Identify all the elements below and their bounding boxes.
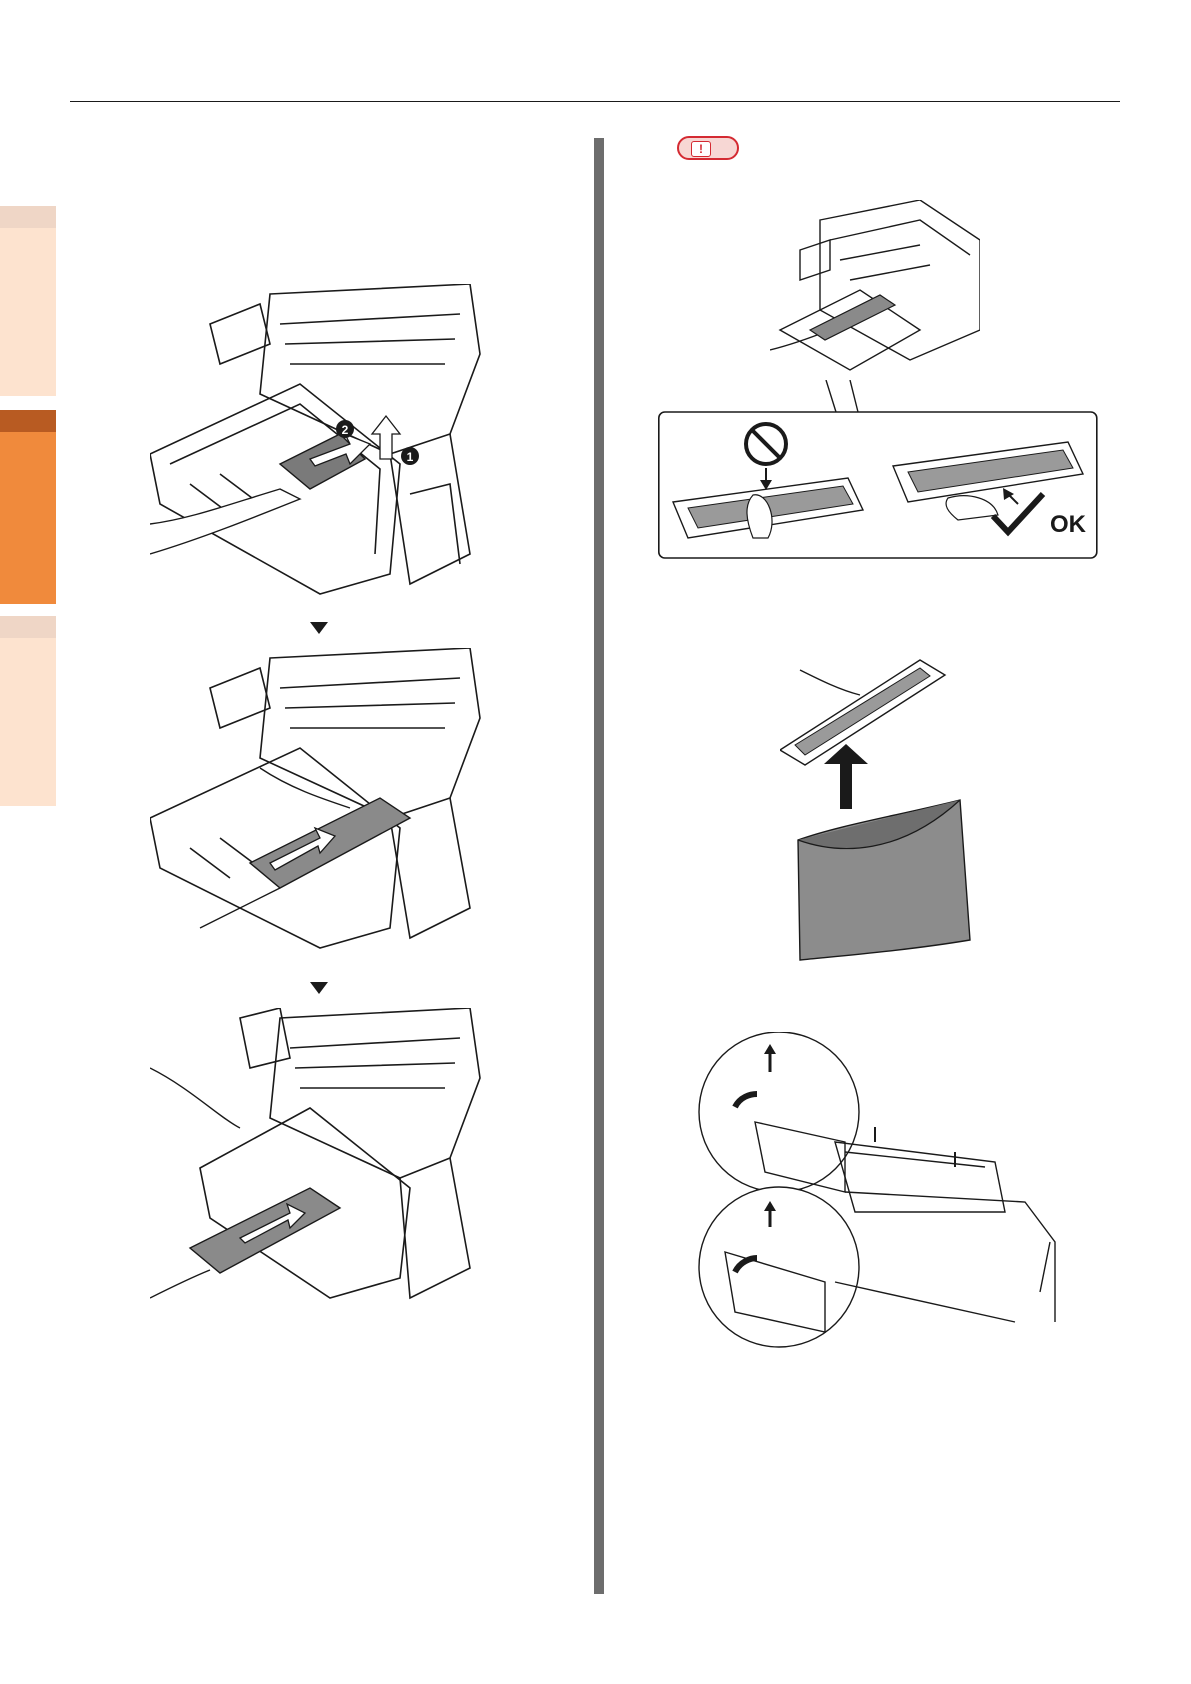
printer-remove-drum-icon: 2 1: [150, 284, 490, 604]
next-step-arrow-icon: [310, 982, 328, 994]
chapter-tab-3-header[interactable]: [0, 616, 56, 638]
chapter-tab-1[interactable]: [0, 228, 56, 396]
printer-drum-removed-icon: [150, 1008, 490, 1318]
protective-sheet-removal-illustration: [695, 1032, 1075, 1352]
drum-protective-sheet-icon: [695, 1032, 1075, 1352]
drum-handling-caution-icon: OK: [658, 380, 1098, 560]
step-1-label: 1: [407, 450, 414, 464]
note-icon: !: [677, 136, 739, 160]
printer-remove-drum-illustration-2: [150, 648, 490, 958]
ok-label: OK: [1050, 511, 1087, 538]
chapter-tab-3[interactable]: [0, 638, 56, 806]
printer-remove-drum-illustration-3: [150, 1008, 490, 1318]
drum-out-of-bag-icon: [780, 650, 980, 970]
chapter-tab-1-header[interactable]: [0, 206, 56, 228]
step-2-label: 2: [342, 423, 349, 437]
header-rule: [70, 101, 1120, 102]
printer-slide-drum-icon: [150, 648, 490, 958]
printer-drum-caution-illustration: [770, 200, 980, 380]
next-step-arrow-icon: [310, 622, 328, 634]
chapter-tab-2-active[interactable]: [0, 432, 56, 604]
column-divider: [594, 138, 604, 1594]
exclamation-icon: !: [691, 141, 711, 157]
drum-handling-callout: OK: [658, 380, 1098, 560]
unpack-drum-illustration: [780, 650, 980, 970]
chapter-tab-2-header[interactable]: [0, 410, 56, 432]
printer-drum-handling-icon: [770, 200, 980, 380]
printer-remove-drum-illustration-1: 2 1: [150, 284, 490, 604]
